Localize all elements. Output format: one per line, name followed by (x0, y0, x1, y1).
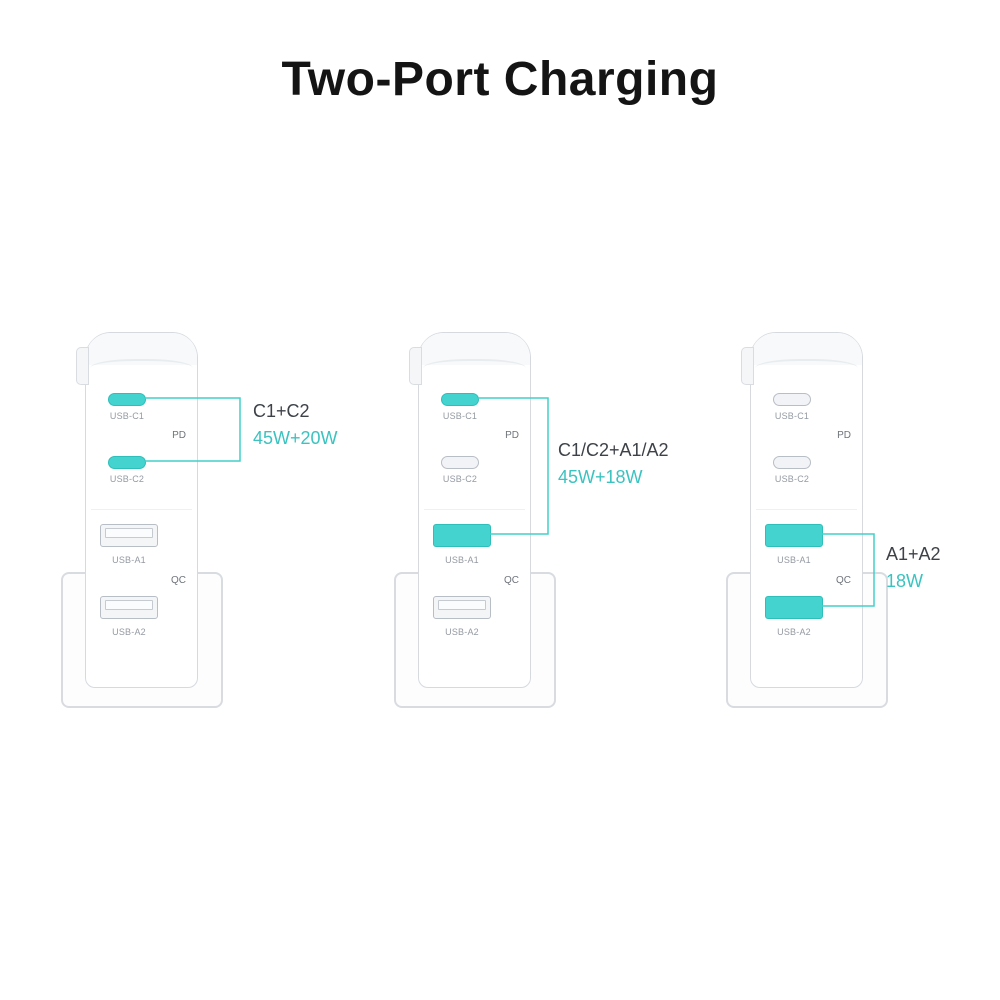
callout-combo-label: C1/C2+A1/A2 (558, 440, 669, 460)
usb-a1-label: USB-A1 (777, 555, 811, 565)
callout-a1-a2: A1+A2 18W (886, 541, 941, 595)
usb-c2-label: USB-C2 (442, 474, 478, 484)
usb-a2-port (765, 596, 823, 619)
callout-power-label: 45W+18W (558, 467, 643, 487)
callout-combo-label: C1+C2 (253, 401, 310, 421)
usb-c1-label: USB-C1 (774, 411, 810, 421)
usb-a1-port (765, 524, 823, 547)
callout-c-a: C1/C2+A1/A2 45W+18W (558, 437, 669, 491)
usb-a1-label: USB-A1 (445, 555, 479, 565)
usb-a2-label: USB-A2 (112, 627, 146, 637)
section-divider (91, 509, 192, 510)
usb-c1-label: USB-C1 (442, 411, 478, 421)
usb-a-tongue (105, 528, 153, 538)
usb-a-tongue (438, 600, 486, 610)
usb-c1-port (773, 393, 811, 406)
callout-c1-c2: C1+C2 45W+20W (253, 398, 338, 452)
qc-label: QC (504, 575, 519, 586)
charger-top-seam (423, 359, 526, 377)
charger-top-seam (90, 359, 193, 377)
side-clip (741, 347, 754, 385)
page-title: Two-Port Charging (281, 53, 719, 106)
usb-c2-port (773, 456, 811, 469)
callout-combo-label: A1+A2 (886, 544, 941, 564)
usb-c1-label: USB-C1 (109, 411, 145, 421)
usb-a-tongue (105, 600, 153, 610)
usb-a2-label: USB-A2 (777, 627, 811, 637)
usb-a1-port (433, 524, 491, 547)
usb-a1-port (100, 524, 158, 547)
callout-power-label: 18W (886, 571, 924, 591)
charger-2: USB-C1 PD USB-C2 USB-A1 QC USB-A2 (394, 332, 556, 708)
usb-c1-port (441, 393, 479, 406)
side-clip (76, 347, 89, 385)
pd-label: PD (505, 430, 519, 441)
callout-power-label: 45W+20W (253, 428, 338, 448)
usb-c2-port (441, 456, 479, 469)
section-divider (756, 509, 857, 510)
pd-label: PD (172, 430, 186, 441)
charger-top-seam (755, 359, 858, 377)
usb-c2-label: USB-C2 (774, 474, 810, 484)
qc-label: QC (171, 575, 186, 586)
side-clip (409, 347, 422, 385)
usb-c2-port (108, 456, 146, 469)
charger-1: USB-C1 PD USB-C2 USB-A1 QC USB-A2 (61, 332, 223, 708)
qc-label: QC (836, 575, 851, 586)
usb-c2-label: USB-C2 (109, 474, 145, 484)
usb-a2-port (433, 596, 491, 619)
pd-label: PD (837, 430, 851, 441)
charger-3: USB-C1 PD USB-C2 USB-A1 QC USB-A2 (726, 332, 888, 708)
section-divider (424, 509, 525, 510)
usb-c1-port (108, 393, 146, 406)
charger-3-body: USB-C1 PD USB-C2 USB-A1 QC USB-A2 (741, 332, 863, 688)
charger-1-body: USB-C1 PD USB-C2 USB-A1 QC USB-A2 (76, 332, 198, 688)
usb-a2-port (100, 596, 158, 619)
usb-a1-label: USB-A1 (112, 555, 146, 565)
charger-2-body: USB-C1 PD USB-C2 USB-A1 QC USB-A2 (409, 332, 531, 688)
usb-a2-label: USB-A2 (445, 627, 479, 637)
